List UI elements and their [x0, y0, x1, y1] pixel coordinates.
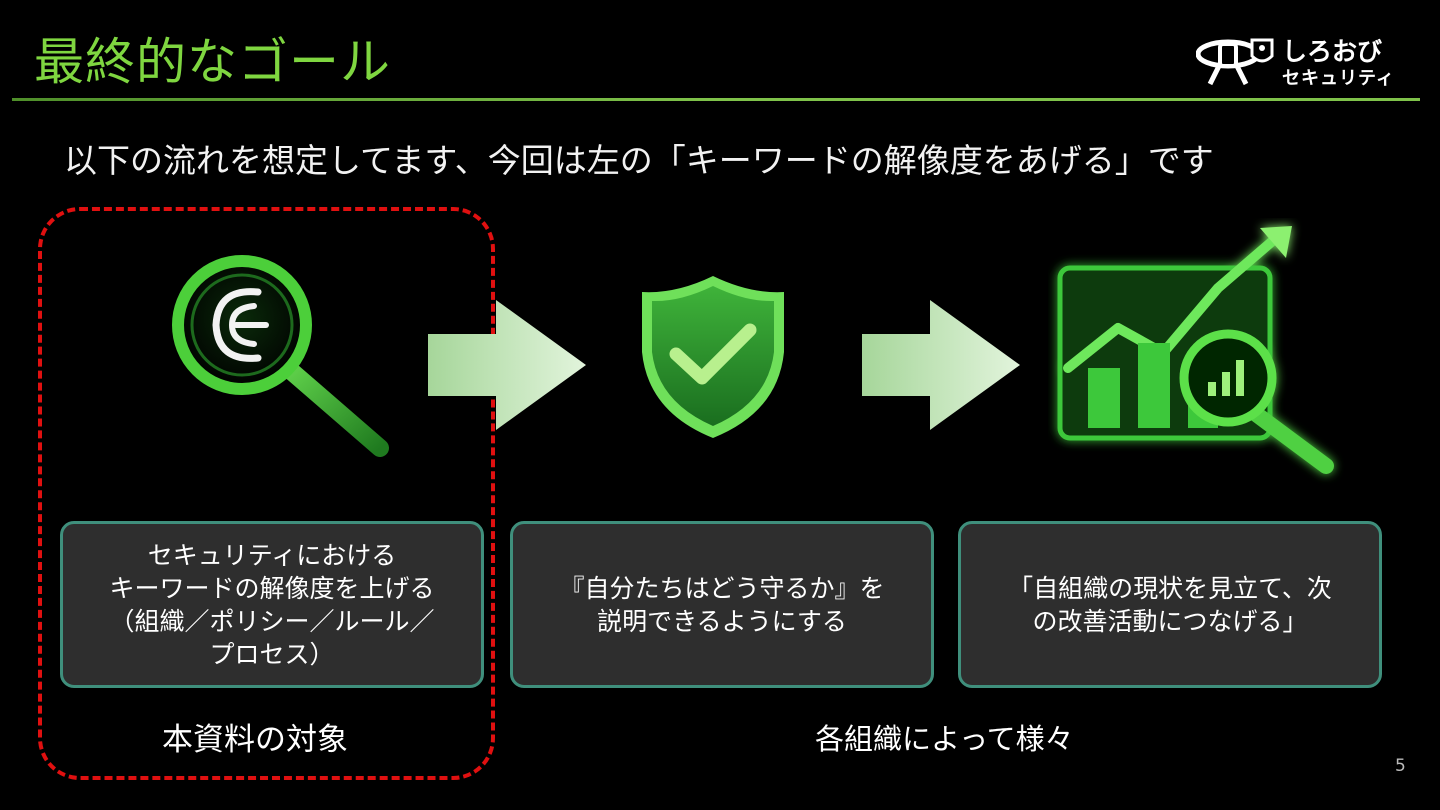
title-divider [12, 98, 1420, 101]
flow-arrow-2 [862, 300, 1020, 430]
belt-icon [1196, 38, 1274, 86]
flow-arrow-1 [428, 300, 586, 430]
growth-chart-icon [1057, 226, 1334, 474]
others-caption: 各組織によって様々 [815, 722, 1074, 756]
magnifier-icon [172, 255, 389, 457]
step-box-3: 「自組織の現状を見立て、次 の改善活動につなげる」 [958, 521, 1382, 688]
logo-name: しろおび [1282, 37, 1383, 66]
step-text-3: 「自組織の現状を見立て、次 の改善活動につなげる」 [1008, 573, 1332, 636]
focus-frame [38, 207, 495, 780]
slide-title: 最終的なゴール [34, 33, 391, 91]
logo-subtitle: セキュリティ [1282, 68, 1395, 89]
brand-logo: しろおび セキュリティ [1196, 32, 1416, 89]
slide-subtitle: 以下の流れを想定してます、今回は左の「キーワードの解像度をあげる」です [64, 141, 1214, 180]
step-text-2: 『自分たちはどう守るか』を 説明できるようにする [559, 573, 885, 636]
step-box-1: セキュリティにおける キーワードの解像度を上げる （組織／ポリシー／ルール／ プ… [60, 521, 484, 688]
step-box-2: 『自分たちはどう守るか』を 説明できるようにする [510, 521, 934, 688]
step-text-1: セキュリティにおける キーワードの解像度を上げる （組織／ポリシー／ルール／ プ… [109, 540, 435, 669]
shield-check-icon [642, 276, 784, 438]
scope-caption: 本資料の対象 [162, 722, 348, 758]
page-number: 5 [1395, 756, 1406, 776]
